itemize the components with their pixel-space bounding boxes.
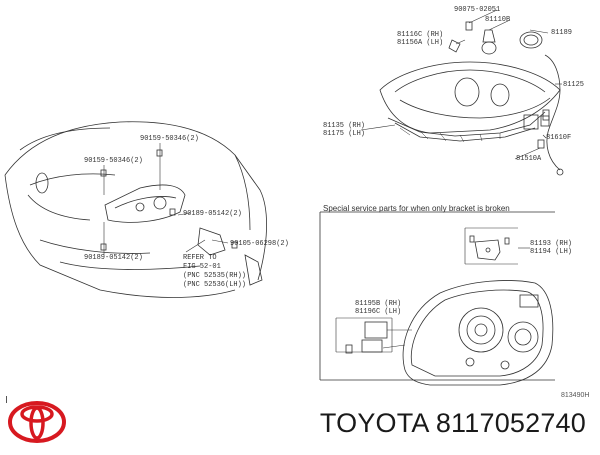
label-81110b: 81110B [485, 16, 511, 24]
diagram-code: 813490H [561, 392, 590, 399]
label-90189-b: 90189-05142(2) [84, 254, 143, 262]
label-81156a: 81156A (LH) [397, 39, 444, 47]
toyota-logo-icon [8, 401, 66, 443]
label-pnc-52535: (PNC 52535(RH)) [183, 272, 247, 280]
label-90159-b: 90159-50346(2) [84, 157, 143, 165]
label-90189-a: 90189-05142(2) [183, 210, 242, 218]
label-refer-to: REFER TO [183, 254, 217, 262]
label-81196c: 81196C (LH) [355, 308, 402, 316]
special-service-title: Special service parts for when only brac… [323, 204, 510, 213]
label-81116c: 81116C (RH) [397, 31, 444, 39]
label-81510a: 81510A [516, 155, 542, 163]
label-90075-02051: 90075-02051 [454, 6, 501, 14]
label-81610f: 81610F [546, 134, 572, 142]
label-81175: 81175 (LH) [323, 130, 366, 138]
label-pnc-52536: (PNC 52536(LH)) [183, 281, 247, 289]
label-81195b: 81195B (RH) [355, 300, 402, 308]
label-90105: 90105-06298(2) [230, 240, 289, 248]
toyota-logo [8, 400, 66, 449]
car-front-illustration [4, 121, 267, 298]
label-90159-a: 90159-50346(2) [140, 135, 199, 143]
label-fig-52-01: FIG 52-01 [183, 263, 221, 271]
label-81189: 81189 [551, 29, 573, 37]
corner-tick [6, 396, 7, 403]
label-81194: 81194 (LH) [530, 248, 573, 256]
special-service-box [319, 211, 555, 386]
label-81193: 81193 (RH) [530, 240, 573, 248]
headlamp-assembly [379, 61, 561, 143]
label-81125: 81125 [563, 81, 585, 89]
label-81135: 81135 (RH) [323, 122, 366, 130]
product-title: TOYOTA 8117052740 [319, 408, 586, 438]
